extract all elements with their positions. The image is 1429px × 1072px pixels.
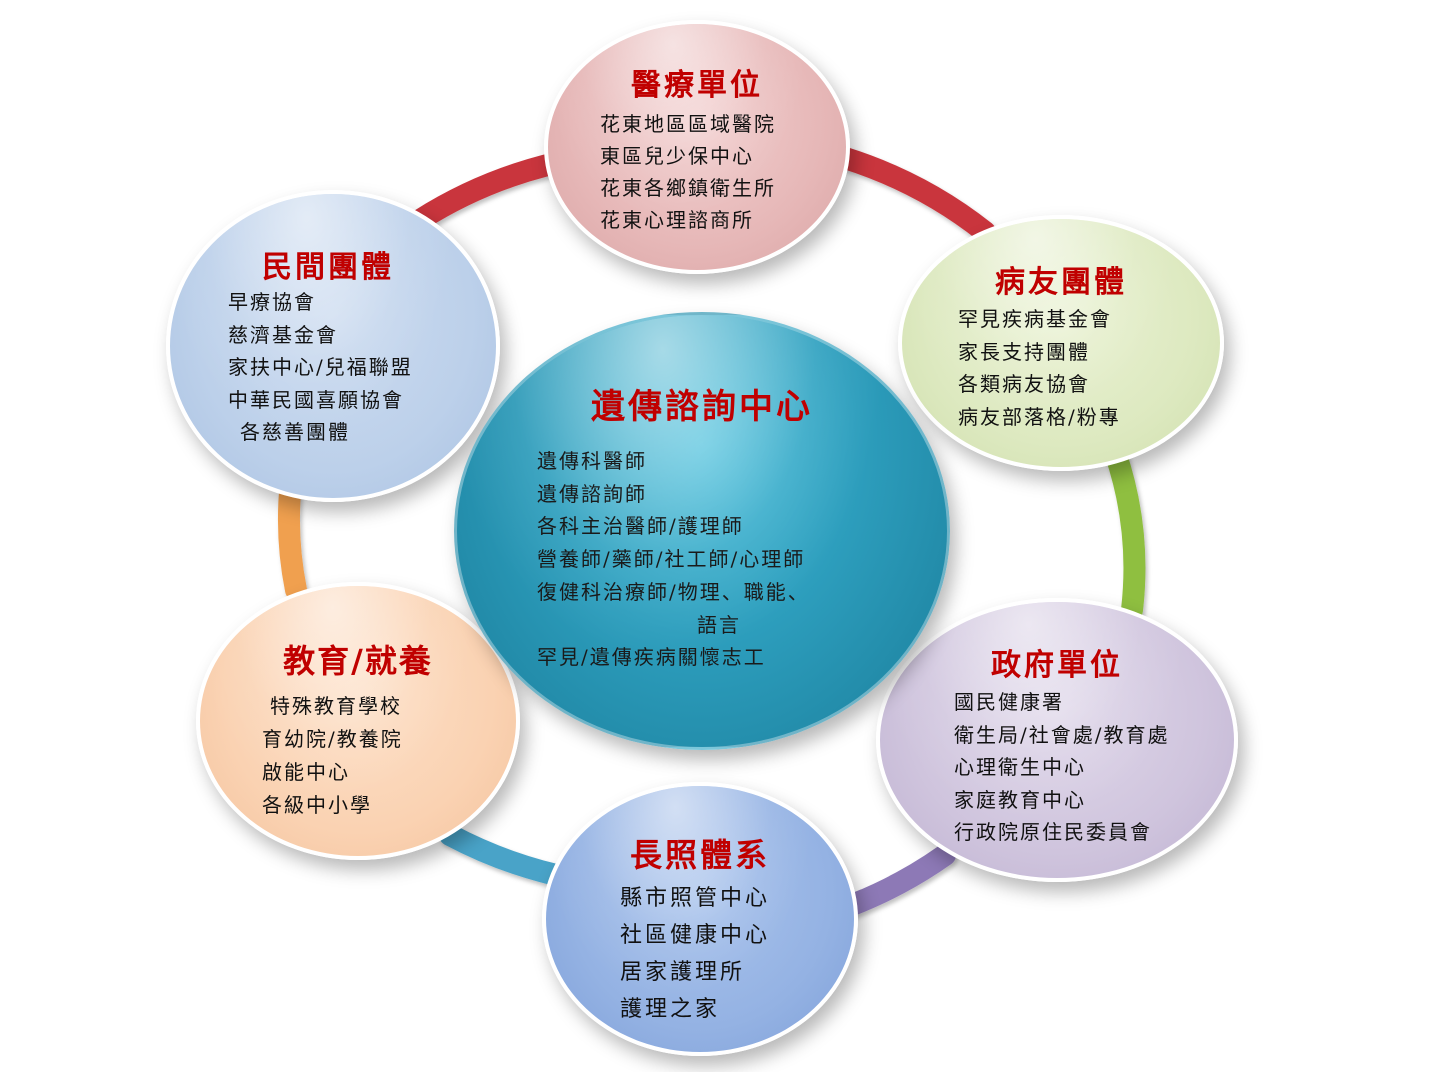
list-item: 家扶中心/兒福聯盟 (228, 355, 413, 379)
list-item: 營養師/藥師/社工師/心理師 (537, 547, 806, 572)
ring-segment-government-longterm (841, 844, 956, 916)
medical-units-title: 醫療單位 (631, 68, 763, 103)
civil-groups-list: 早療協會 慈濟基金會 家扶中心/兒福聯盟 中華民國喜願協會 各慈善團體 (228, 286, 413, 449)
list-item: 衛生局/社會處/教育處 (954, 722, 1170, 747)
ring-segment-medical-patient (834, 147, 996, 243)
medical-units-list: 花東地區區域醫院 東區兒少保中心 花東各鄉鎮衛生所 花東心理諮商所 (600, 108, 776, 236)
education-list: 特殊教育學校 育幼院/教養院 啟能中心 各級中小學 (262, 690, 403, 822)
long-term-care-title: 長照體系 (629, 836, 770, 874)
list-item: 花東地區區域醫院 (600, 112, 776, 136)
list-item: 東區兒少保中心 (600, 144, 754, 168)
list-item: 行政院原住民委員會 (954, 820, 1152, 844)
government-units-title: 政府單位 (991, 648, 1123, 683)
list-item: 各科主治醫師/護理師 (537, 514, 744, 539)
list-item: 花東心理諮商所 (600, 208, 754, 232)
list-item: 慈濟基金會 (228, 322, 338, 347)
patient-groups-title: 病友團體 (995, 265, 1127, 300)
node-genetic-counseling-center: 遺傳諮詢中心 遺傳科醫師 遺傳諮詢師 各科主治醫師/護理師 營養師/藥師/社工師… (454, 312, 950, 750)
list-item: 花東各鄉鎮衛生所 (600, 176, 776, 200)
long-term-care-list: 縣市照管中心 社區健康中心 居家護理所 護理之家 (620, 880, 770, 1028)
ring-segment-education-civil (277, 481, 307, 601)
node-medical-units: 醫療單位 花東地區區域醫院 東區兒少保中心 花東各鄉鎮衛生所 花東心理諮商所 (544, 20, 850, 274)
education-title: 教育/就養 (283, 642, 433, 680)
list-item: 遺傳諮詢師 (537, 481, 647, 506)
list-item: 特殊教育學校 (270, 694, 402, 718)
list-item: 遺傳科醫師 (537, 449, 647, 473)
ring-segment-longterm-education (439, 824, 567, 886)
list-item: 縣市照管中心 (620, 886, 771, 911)
ring-segment-patient-government (1104, 441, 1146, 621)
center-title: 遺傳諮詢中心 (591, 387, 813, 427)
ring-segment-civil-medical (409, 151, 571, 231)
list-item: 家長支持團體 (958, 339, 1090, 364)
node-education: 教育/就養 特殊教育學校 育幼院/教養院 啟能中心 各級中小學 (196, 582, 520, 860)
list-item: 啟能中心 (262, 760, 350, 784)
node-government-units: 政府單位 國民健康署 衛生局/社會處/教育處 心理衛生中心 家庭教育中心 行政院… (876, 598, 1238, 882)
list-item: 各級中小學 (262, 793, 372, 817)
list-item: 國民健康署 (954, 690, 1064, 714)
list-item: 中華民國喜願協會 (228, 387, 404, 412)
patient-groups-list: 罕見疾病基金會 家長支持團體 各類病友協會 病友部落格/粉專 (958, 303, 1121, 433)
list-item: 家庭教育中心 (954, 787, 1086, 812)
node-civil-groups: 民間團體 早療協會 慈濟基金會 家扶中心/兒福聯盟 中華民國喜願協會 各慈善團體 (166, 190, 500, 502)
list-item: 語言 (697, 612, 741, 637)
list-item: 罕見/遺傳疾病關懷志工 (537, 645, 766, 670)
list-item: 心理衛生中心 (954, 755, 1086, 779)
node-long-term-care: 長照體系 縣市照管中心 社區健康中心 居家護理所 護理之家 (542, 782, 858, 1056)
list-item: 病友部落格/粉專 (958, 404, 1121, 429)
list-item: 各慈善團體 (240, 420, 350, 444)
list-item: 護理之家 (620, 997, 721, 1022)
government-units-list: 國民健康署 衛生局/社會處/教育處 心理衛生中心 家庭教育中心 行政院原住民委員… (954, 686, 1169, 849)
list-item: 育幼院/教養院 (262, 727, 403, 751)
list-item: 復健科治療師/物理、職能、 (537, 579, 810, 604)
civil-groups-title: 民間團體 (262, 250, 394, 285)
list-item: 罕見疾病基金會 (958, 307, 1112, 331)
list-item: 早療協會 (228, 290, 316, 314)
list-item: 社區健康中心 (620, 923, 771, 948)
list-item: 居家護理所 (620, 960, 746, 985)
center-list: 遺傳科醫師 遺傳諮詢師 各科主治醫師/護理師 營養師/藥師/社工師/心理師 復健… (537, 445, 810, 674)
list-item: 各類病友協會 (958, 372, 1090, 396)
node-patient-groups: 病友團體 罕見疾病基金會 家長支持團體 各類病友協會 病友部落格/粉專 (898, 215, 1224, 471)
